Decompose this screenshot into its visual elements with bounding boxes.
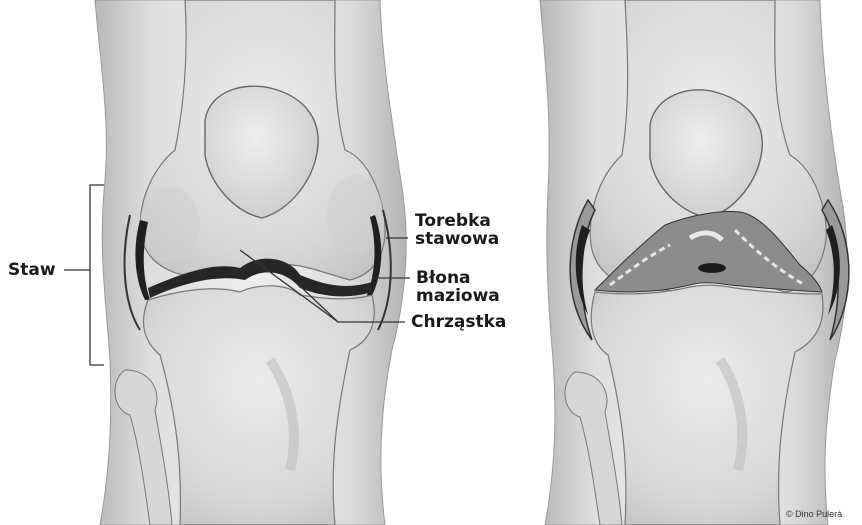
label-chrzastka: Chrząstka <box>411 313 506 331</box>
healthy-knee <box>95 0 406 525</box>
label-staw: Staw <box>8 261 56 279</box>
label-torebka-line2: stawowa <box>415 230 499 248</box>
image-credit: © Dino Pulerà <box>786 509 842 519</box>
label-blona-line2: maziowa <box>416 287 500 305</box>
label-torebka-line1: Torebka <box>415 212 491 230</box>
label-blona-line1: Błona <box>416 269 471 287</box>
staw-bracket <box>90 185 104 365</box>
arthritic-knee <box>540 0 849 525</box>
bone-spur <box>698 263 726 273</box>
